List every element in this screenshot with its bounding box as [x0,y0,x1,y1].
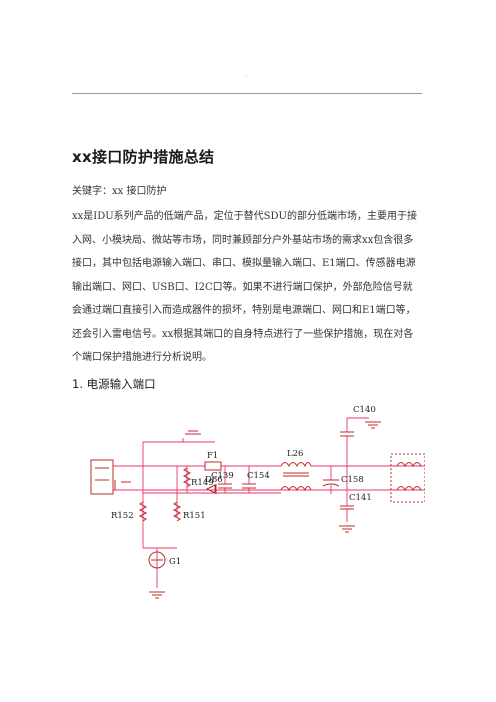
power-input-schematic: F1 L26 C140 C139 C154 C158 C141 R149 D66… [90,405,425,599]
header-rule [72,93,422,94]
input-connector [90,459,114,495]
label-l26: L26 [287,449,303,459]
ground-symbol [365,421,381,429]
paragraph-line: 会通过端口直接引入而造成器件的损坏，特别是电源端口、网口和E1端口等， [72,305,416,316]
resistor-r152 [138,501,148,522]
resistor-r149 [182,467,192,488]
right-dashed-box [390,453,425,503]
ground-symbol [339,525,355,533]
resistor-r151 [172,501,182,522]
paragraph-line: 入网、小模块局、微站等市场，同时兼顾部分户外基站市场的需求xx包含很多 [72,234,414,246]
intro-paragraph: xx是IDU系列产品的低端产品，定位于替代SDU的部分低端市场，主要用于接 入网… [72,205,426,370]
label-c158: C158 [341,475,364,485]
ground-symbol [149,591,165,599]
inductor-l26 [280,462,312,468]
label-c139: C139 [211,471,234,481]
document-title: xx接口防护措施总结 [72,148,215,166]
inductor-l26 [280,486,312,492]
paragraph-line: 输出端口、网口、USB口、I2C口等。如果不进行端口保护，外部危险信号就 [72,281,413,293]
inductor-right [396,486,422,492]
label-g1: G1 [169,557,181,567]
inductor-right [396,462,422,468]
section-heading-power-input: 1. 电源输入端口 [72,377,156,391]
paragraph-line: xx是IDU系列产品的低端产品，定位于替代SDU的部分低端市场，主要用于接 [72,211,417,222]
paragraph-line: 个端口保护措施进行分析说明。 [72,352,212,363]
fuse-f1 [204,461,222,471]
keywords-line: 关键字：xx 接口防护 [72,186,167,197]
label-f1: F1 [207,451,218,461]
paragraph-line: 接口，其中包括电源输入端口、串口、模拟量输入端口、E1端口、传感器电源 [72,258,416,269]
ground-symbol [185,430,201,435]
label-r149: R149 [191,478,214,488]
diode-d66 [205,484,216,494]
label-c154: C154 [247,471,270,481]
label-c141: C141 [349,493,372,503]
label-r151: R151 [183,511,206,521]
label-d66: D66 [205,475,223,485]
label-r152: R152 [111,511,134,521]
capacitor-c158 [322,483,340,487]
label-c140: C140 [353,405,376,415]
header-dot [246,76,247,77]
paragraph-line: 还会引入雷电信号。xx根据其端口的自身特点进行了一些保护措施，现在对各 [72,328,414,340]
gdt-g1 [148,551,166,569]
